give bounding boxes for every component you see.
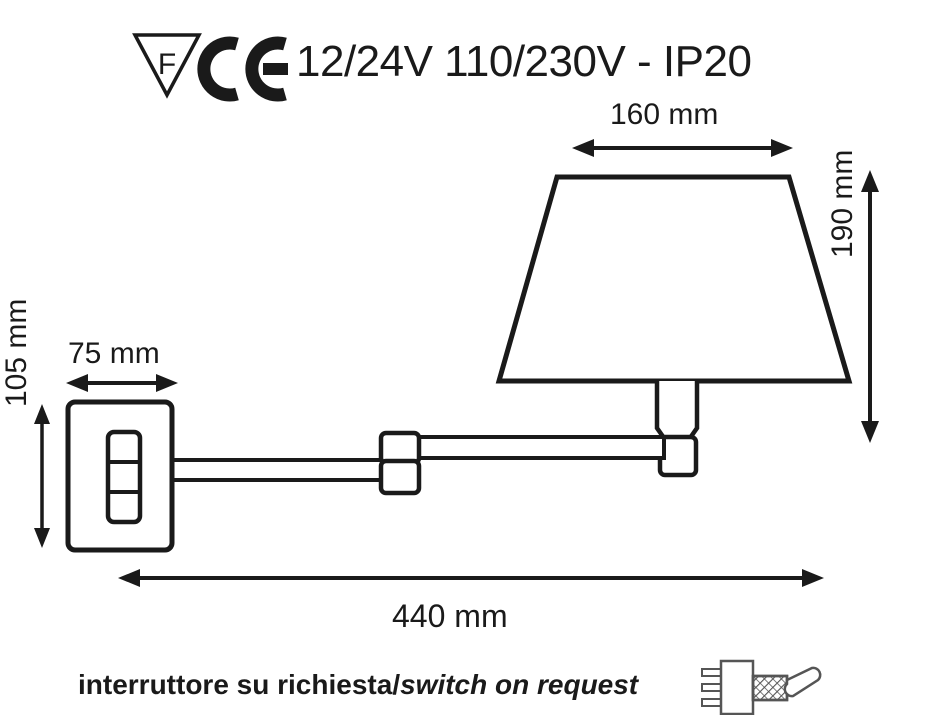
dimension-label-total-projection: 440 mm: [392, 598, 508, 634]
class-f-mark-icon: F: [132, 33, 202, 99]
dimension-arrow-105: [34, 404, 50, 548]
upper-arm: [400, 435, 666, 460]
svg-text:F: F: [158, 48, 176, 81]
wall-plate-hinge: [105, 429, 143, 525]
dimension-arrow-190: [861, 170, 879, 443]
ce-mark-icon: [197, 36, 288, 102]
electrical-spec-label: 12/24V 110/230V - IP20: [296, 37, 752, 86]
dimension-label-wall-plate-width: 75 mm: [68, 337, 160, 370]
dimension-arrow-160: [572, 139, 793, 157]
dimension-label-wall-plate-height: 105 mm: [0, 298, 33, 407]
dimension-label-shade-height: 190 mm: [826, 149, 859, 258]
switch-note-italian: interruttore su richiesta: [78, 669, 393, 700]
switch-note-english: switch on request: [400, 669, 639, 700]
toggle-switch-icon: [701, 659, 822, 715]
switch-availability-note: interruttore su richiesta/switch on requ…: [78, 671, 638, 699]
dimension-label-shade-top-width: 160 mm: [610, 98, 719, 131]
dimension-arrow-75: [66, 374, 178, 392]
switch-note-separator: /: [392, 669, 401, 700]
dimension-arrow-440: [118, 569, 824, 587]
elbow-joint: [378, 430, 422, 496]
lamp-shade: [495, 174, 853, 384]
shade-neck: [654, 381, 700, 441]
